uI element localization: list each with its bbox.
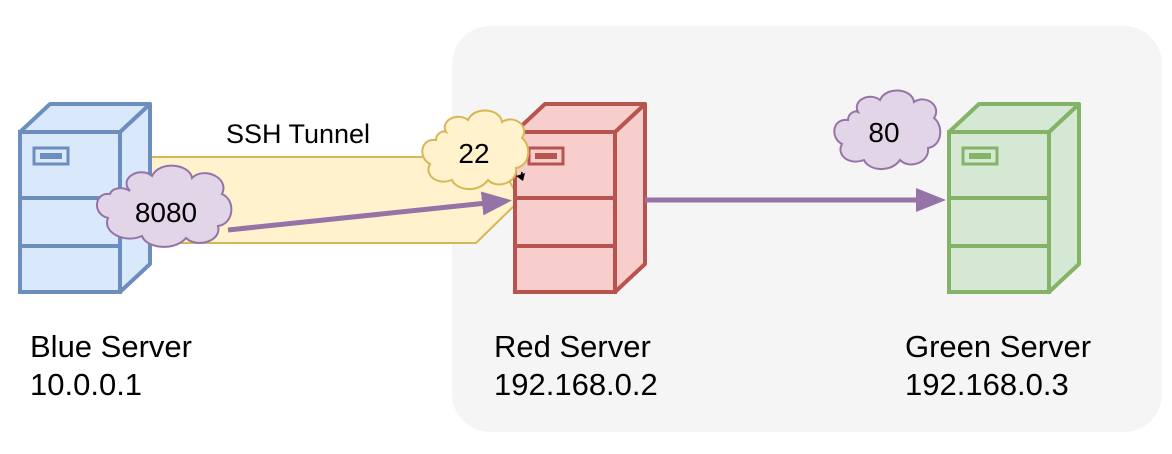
red-server-icon [513, 102, 647, 294]
green-server-name: Green Server [905, 329, 1091, 364]
green-server-icon [947, 102, 1081, 294]
red-server-name: Red Server [494, 329, 651, 364]
port-22-cloud: 22 [421, 109, 530, 190]
ssh-port-pointer-head [516, 173, 525, 181]
port-8080-cloud: 8080 [96, 164, 233, 248]
blue-server-ip: 10.0.0.1 [30, 367, 142, 402]
blue-server-name: Blue Server [30, 329, 192, 364]
port-8080-label: 8080 [135, 197, 197, 228]
red-server-ip: 192.168.0.2 [494, 367, 658, 402]
port-22-label: 22 [458, 138, 489, 169]
blue-to-red-arrow [227, 191, 512, 233]
ssh-tunnel-label: SSH Tunnel [226, 119, 370, 149]
green-server-ip: 192.168.0.3 [905, 367, 1069, 402]
port-80-cloud: 80 [833, 89, 942, 170]
port-80-label: 80 [868, 117, 899, 148]
